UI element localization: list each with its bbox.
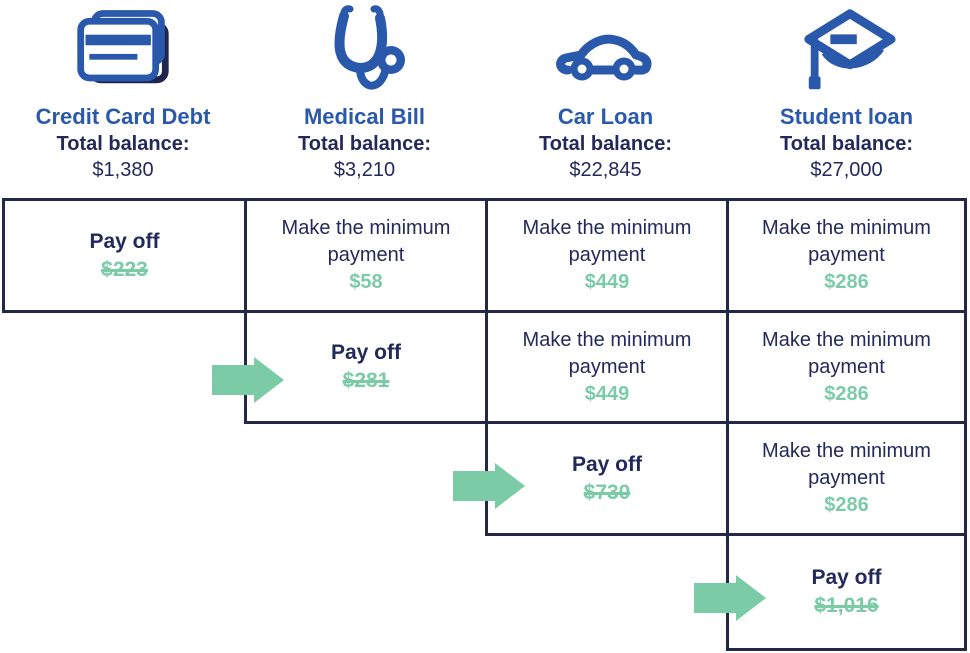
minimum-amount: $286 <box>824 271 869 293</box>
balance-value: $3,210 <box>333 159 396 181</box>
balance-label: Total balance: <box>539 133 672 155</box>
payoff-label: Pay off <box>89 229 160 253</box>
cell-minimum-student-loan-r2: Make the minimum payment $286 <box>726 310 967 424</box>
minimum-line2: payment <box>808 467 885 489</box>
minimum-line2: payment <box>327 244 405 266</box>
minimum-line1: Make the minimum <box>281 217 451 239</box>
car-icon <box>485 0 726 104</box>
minimum-amount: $286 <box>824 494 869 516</box>
minimum-line1: Make the minimum <box>522 328 692 351</box>
cell-payoff-credit-card: Pay off $223 <box>2 198 247 313</box>
graduation-cap-icon <box>726 0 967 104</box>
cell-payoff-car-loan: Pay off $730 <box>485 421 729 536</box>
balance-value: $27,000 <box>810 159 883 181</box>
minimum-line2: payment <box>808 355 885 378</box>
column-title: Student loan <box>779 104 914 129</box>
balance-label: Total balance: <box>780 133 913 155</box>
stethoscope-icon <box>244 0 485 104</box>
minimum-line2: payment <box>568 355 646 378</box>
minimum-amount: $58 <box>349 271 383 293</box>
minimum-line1: Make the minimum <box>522 217 692 239</box>
column-header-student-loan: Student loan Total balance: $27,000 <box>726 0 967 196</box>
column-header-car-loan: Car Loan Total balance: $22,845 <box>485 0 726 196</box>
payoff-label: Pay off <box>811 566 882 589</box>
column-title: Car Loan <box>557 104 654 129</box>
balance-value: $1,380 <box>92 159 154 181</box>
minimum-line2: payment <box>568 244 646 266</box>
payoff-arrow-icon <box>212 357 284 403</box>
cell-minimum-car-loan-r1: Make the minimum payment $449 <box>485 198 729 313</box>
minimum-line2: payment <box>808 244 885 266</box>
balance-label: Total balance: <box>56 133 190 155</box>
cell-minimum-student-loan-r3: Make the minimum payment $286 <box>726 421 967 536</box>
cell-payoff-student-loan: Pay off $1,016 <box>726 533 967 651</box>
balance-label: Total balance: <box>298 133 431 155</box>
payoff-label: Pay off <box>330 341 401 364</box>
column-title: Medical Bill <box>303 104 426 129</box>
minimum-line1: Make the minimum <box>762 328 931 351</box>
payoff-amount: $730 <box>583 480 631 504</box>
minimum-amount: $449 <box>584 382 630 405</box>
cell-minimum-student-loan-r1: Make the minimum payment $286 <box>726 198 967 313</box>
payoff-amount: $281 <box>342 369 390 392</box>
payoff-label: Pay off <box>571 452 642 476</box>
column-header-credit-card: Credit Card Debt Total balance: $1,380 <box>2 0 244 196</box>
payoff-amount: $1,016 <box>814 594 879 617</box>
payoff-arrow-icon <box>694 575 766 621</box>
column-title: Credit Card Debt <box>35 104 211 129</box>
column-header-medical-bill: Medical Bill Total balance: $3,210 <box>244 0 485 196</box>
minimum-amount: $286 <box>824 382 869 405</box>
credit-card-icon <box>2 0 244 104</box>
minimum-amount: $449 <box>584 271 630 293</box>
payoff-arrow-icon <box>453 463 525 509</box>
cell-minimum-car-loan-r2: Make the minimum payment $449 <box>485 310 729 424</box>
minimum-line1: Make the minimum <box>762 440 931 462</box>
balance-value: $22,845 <box>569 159 642 181</box>
cell-minimum-medical-bill-r1: Make the minimum payment $58 <box>244 198 488 313</box>
payoff-amount: $223 <box>101 257 148 281</box>
minimum-line1: Make the minimum <box>762 217 931 239</box>
